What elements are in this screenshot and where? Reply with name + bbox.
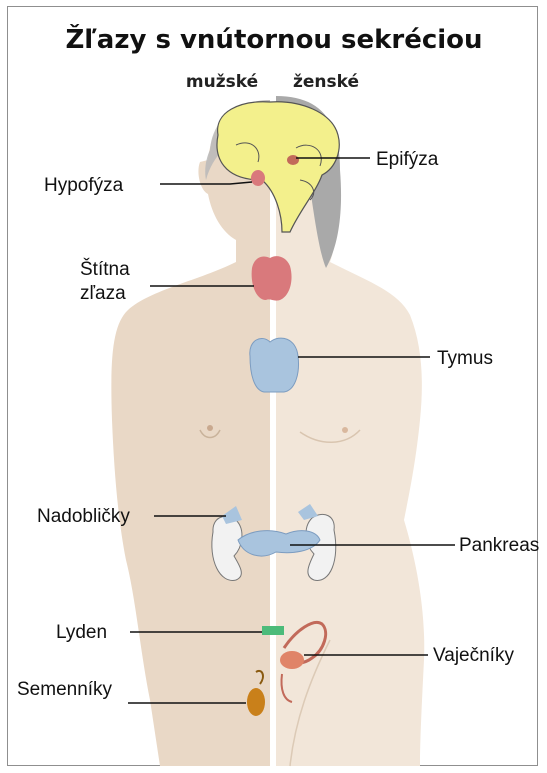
label-lyden: Lyden [56, 622, 107, 643]
ovary [280, 651, 304, 669]
label-semenniky: Semenníky [17, 679, 113, 700]
column-label-male: mužské [186, 72, 258, 92]
lyden-marker [262, 626, 284, 635]
label-pankreas: Pankreas [459, 535, 539, 556]
label-hypofyza: Hypofýza [44, 175, 124, 196]
thymus-gland [250, 338, 299, 392]
column-label-female: ženské [293, 72, 359, 92]
label-epifyza: Epifýza [376, 149, 439, 170]
label-stitna-line1: Štítna [80, 258, 130, 280]
thyroid-gland [252, 256, 292, 301]
pineal-gland [287, 155, 299, 165]
label-vajecniky: Vaječníky [433, 645, 514, 666]
testis [247, 688, 265, 716]
diagram-title: Žľazy s vnútornou sekréciou [65, 23, 482, 55]
pituitary-gland [251, 170, 265, 186]
male-body [111, 100, 271, 766]
label-tymus: Tymus [437, 348, 493, 369]
label-stitna-line2: zľaza [80, 283, 126, 304]
label-nadoblicky: Nadobličky [37, 506, 130, 527]
